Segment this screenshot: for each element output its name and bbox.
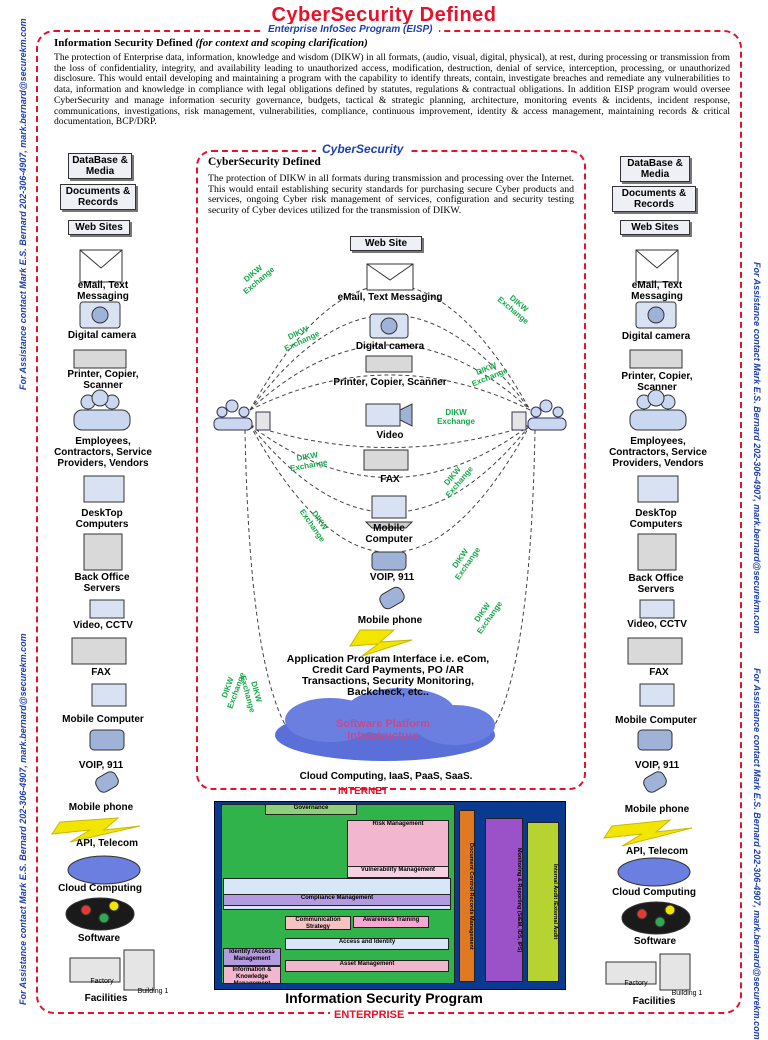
envelope-icon [366, 263, 414, 291]
cloud-caption: Cloud Computing, IaaS, PaaS, SaaS. [299, 771, 473, 782]
security-program-diagram: Governance Risk Management Vulnerability… [214, 801, 566, 990]
people-right-icon [511, 399, 567, 431]
program-asset-management: Asset Management [285, 960, 449, 972]
center-mobile-phone-label: Mobile phone [357, 615, 423, 626]
internet-label: INTERNET [338, 786, 388, 797]
cloud-text: Software Platform Infrastructure [335, 718, 431, 742]
center-printer-label: Printer, Copier, Scanner [333, 377, 447, 388]
right-email-label: eMail, Text Messaging [631, 280, 683, 302]
information-security-program-title: Information Security Program [285, 990, 483, 1006]
page-title: CyberSecurity Defined [271, 4, 497, 26]
right-building-label: Building 1 [671, 990, 703, 997]
center-camera-label: Digital camera [355, 341, 425, 352]
center-voip-label: VOIP, 911 [369, 572, 415, 583]
program-vulnerability-management: Vulnerability Management [347, 866, 449, 878]
left-documents-records: Documents & Records [60, 184, 136, 210]
center-fax-label: FAX [380, 474, 400, 485]
cybersecurity-label: CyberSecurity [316, 142, 410, 156]
phone-icon [371, 551, 407, 571]
printer-icon [365, 355, 413, 373]
left-employees-label: Employees, Contractors, Service Provider… [54, 436, 152, 469]
program-internal-audit: Internal Audit /External Audit [527, 822, 559, 982]
left-api-label: API, Telecom [75, 838, 139, 849]
right-icons [602, 249, 693, 991]
left-fax-label: FAX [91, 667, 111, 678]
left-voip-label: VOIP, 911 [78, 760, 124, 771]
right-web-sites: Web Sites [620, 220, 690, 235]
right-documents-records: Documents & Records [612, 186, 696, 212]
mobile-phone-icon [379, 586, 405, 610]
center-email-label: eMail, Text Messaging [337, 292, 443, 303]
left-building-label: Building 1 [137, 988, 169, 995]
enterprise-label: ENTERPRISE [330, 1009, 409, 1021]
program-access-identity: Access and Identity [285, 938, 449, 950]
center-video-label: Video [376, 430, 404, 441]
right-software-label: Software [633, 936, 677, 947]
left-cloud-label: Cloud Computing [58, 883, 142, 894]
program-communication-strategy: Communication Strategy [285, 916, 351, 930]
info-subheading: (for context and scoping clarification) [195, 37, 368, 49]
right-mobile-computer-label: Mobile Computer [615, 715, 697, 726]
right-desktop-label: DeskTop Computers [629, 508, 683, 530]
dikw-label-5: DIKW Exchange [437, 408, 475, 426]
center-mobile-computer-label: Mobile Computer [365, 523, 413, 545]
left-servers-label: Back Office Servers [74, 572, 130, 594]
right-factory-label: Factory [624, 980, 648, 987]
program-monitoring-reporting: Monitoring & Reporting (SIEM, IDS, IPS) [485, 818, 523, 982]
program-identity-access: Identity /Access Management [223, 948, 281, 966]
right-camera-label: Digital camera [621, 331, 691, 342]
left-facilities-label: Facilities [84, 993, 128, 1004]
right-employees-label: Employees, Contractors, Service Provider… [609, 436, 707, 469]
right-fax-label: FAX [649, 667, 669, 678]
right-printer-label: Printer, Copier, Scanner [621, 371, 693, 393]
right-cloud-label: Cloud Computing [612, 887, 696, 898]
left-email-label: eMail, Text Messaging [77, 280, 129, 302]
eisp-label: Enterprise InfoSec Program (EISP) [262, 24, 439, 35]
left-video-label: Video, CCTV [73, 620, 133, 631]
left-web-sites: Web Sites [68, 220, 130, 235]
info-heading-text: Information Security Defined [54, 37, 193, 49]
left-mobile-phone-label: Mobile phone [68, 802, 134, 813]
left-mobile-computer-label: Mobile Computer [62, 714, 144, 725]
program-governance: Governance [265, 804, 357, 815]
program-compliance-management: Compliance Management [223, 894, 451, 906]
right-facilities-label: Facilities [632, 996, 676, 1007]
api-description: Application Program Interface i.e. eCom,… [286, 653, 490, 698]
program-document-control: Document Control Records Management [459, 810, 475, 982]
program-risk-label: Risk Management [372, 821, 424, 827]
right-database-media: DataBase & Media [620, 156, 690, 182]
video-icon [365, 403, 401, 427]
lightning-icon [349, 629, 413, 657]
laptop-icon [371, 495, 407, 519]
center-web-site: Web Site [350, 236, 422, 251]
left-camera-label: Digital camera [67, 330, 137, 341]
right-voip-label: VOIP, 911 [634, 760, 680, 771]
right-api-label: API, Telecom [625, 846, 689, 857]
left-software-label: Software [77, 933, 121, 944]
right-video-label: Video, CCTV [627, 619, 687, 630]
info-security-heading: Information Security Defined (for contex… [54, 37, 368, 49]
left-icons [50, 249, 155, 991]
left-factory-label: Factory [90, 978, 114, 985]
right-servers-label: Back Office Servers [628, 573, 684, 595]
left-database-media: DataBase & Media [68, 153, 132, 179]
fax-icon [363, 449, 409, 471]
cloud-icon [275, 688, 495, 761]
right-mobile-phone-label: Mobile phone [624, 804, 690, 815]
cybersecurity-body: The protection of DIKW in all formats du… [208, 173, 574, 216]
left-printer-label: Printer, Copier, Scanner [67, 369, 139, 391]
cybersecurity-heading: CyberSecurity Defined [208, 156, 321, 168]
left-desktop-label: DeskTop Computers [75, 508, 129, 530]
info-security-body: The protection of Enterprise data, infor… [54, 52, 730, 128]
program-awareness-training: Awareness Training [353, 916, 429, 928]
people-left-icon [213, 399, 271, 431]
program-info-knowledge: Information & Knowledge Management [223, 966, 281, 984]
